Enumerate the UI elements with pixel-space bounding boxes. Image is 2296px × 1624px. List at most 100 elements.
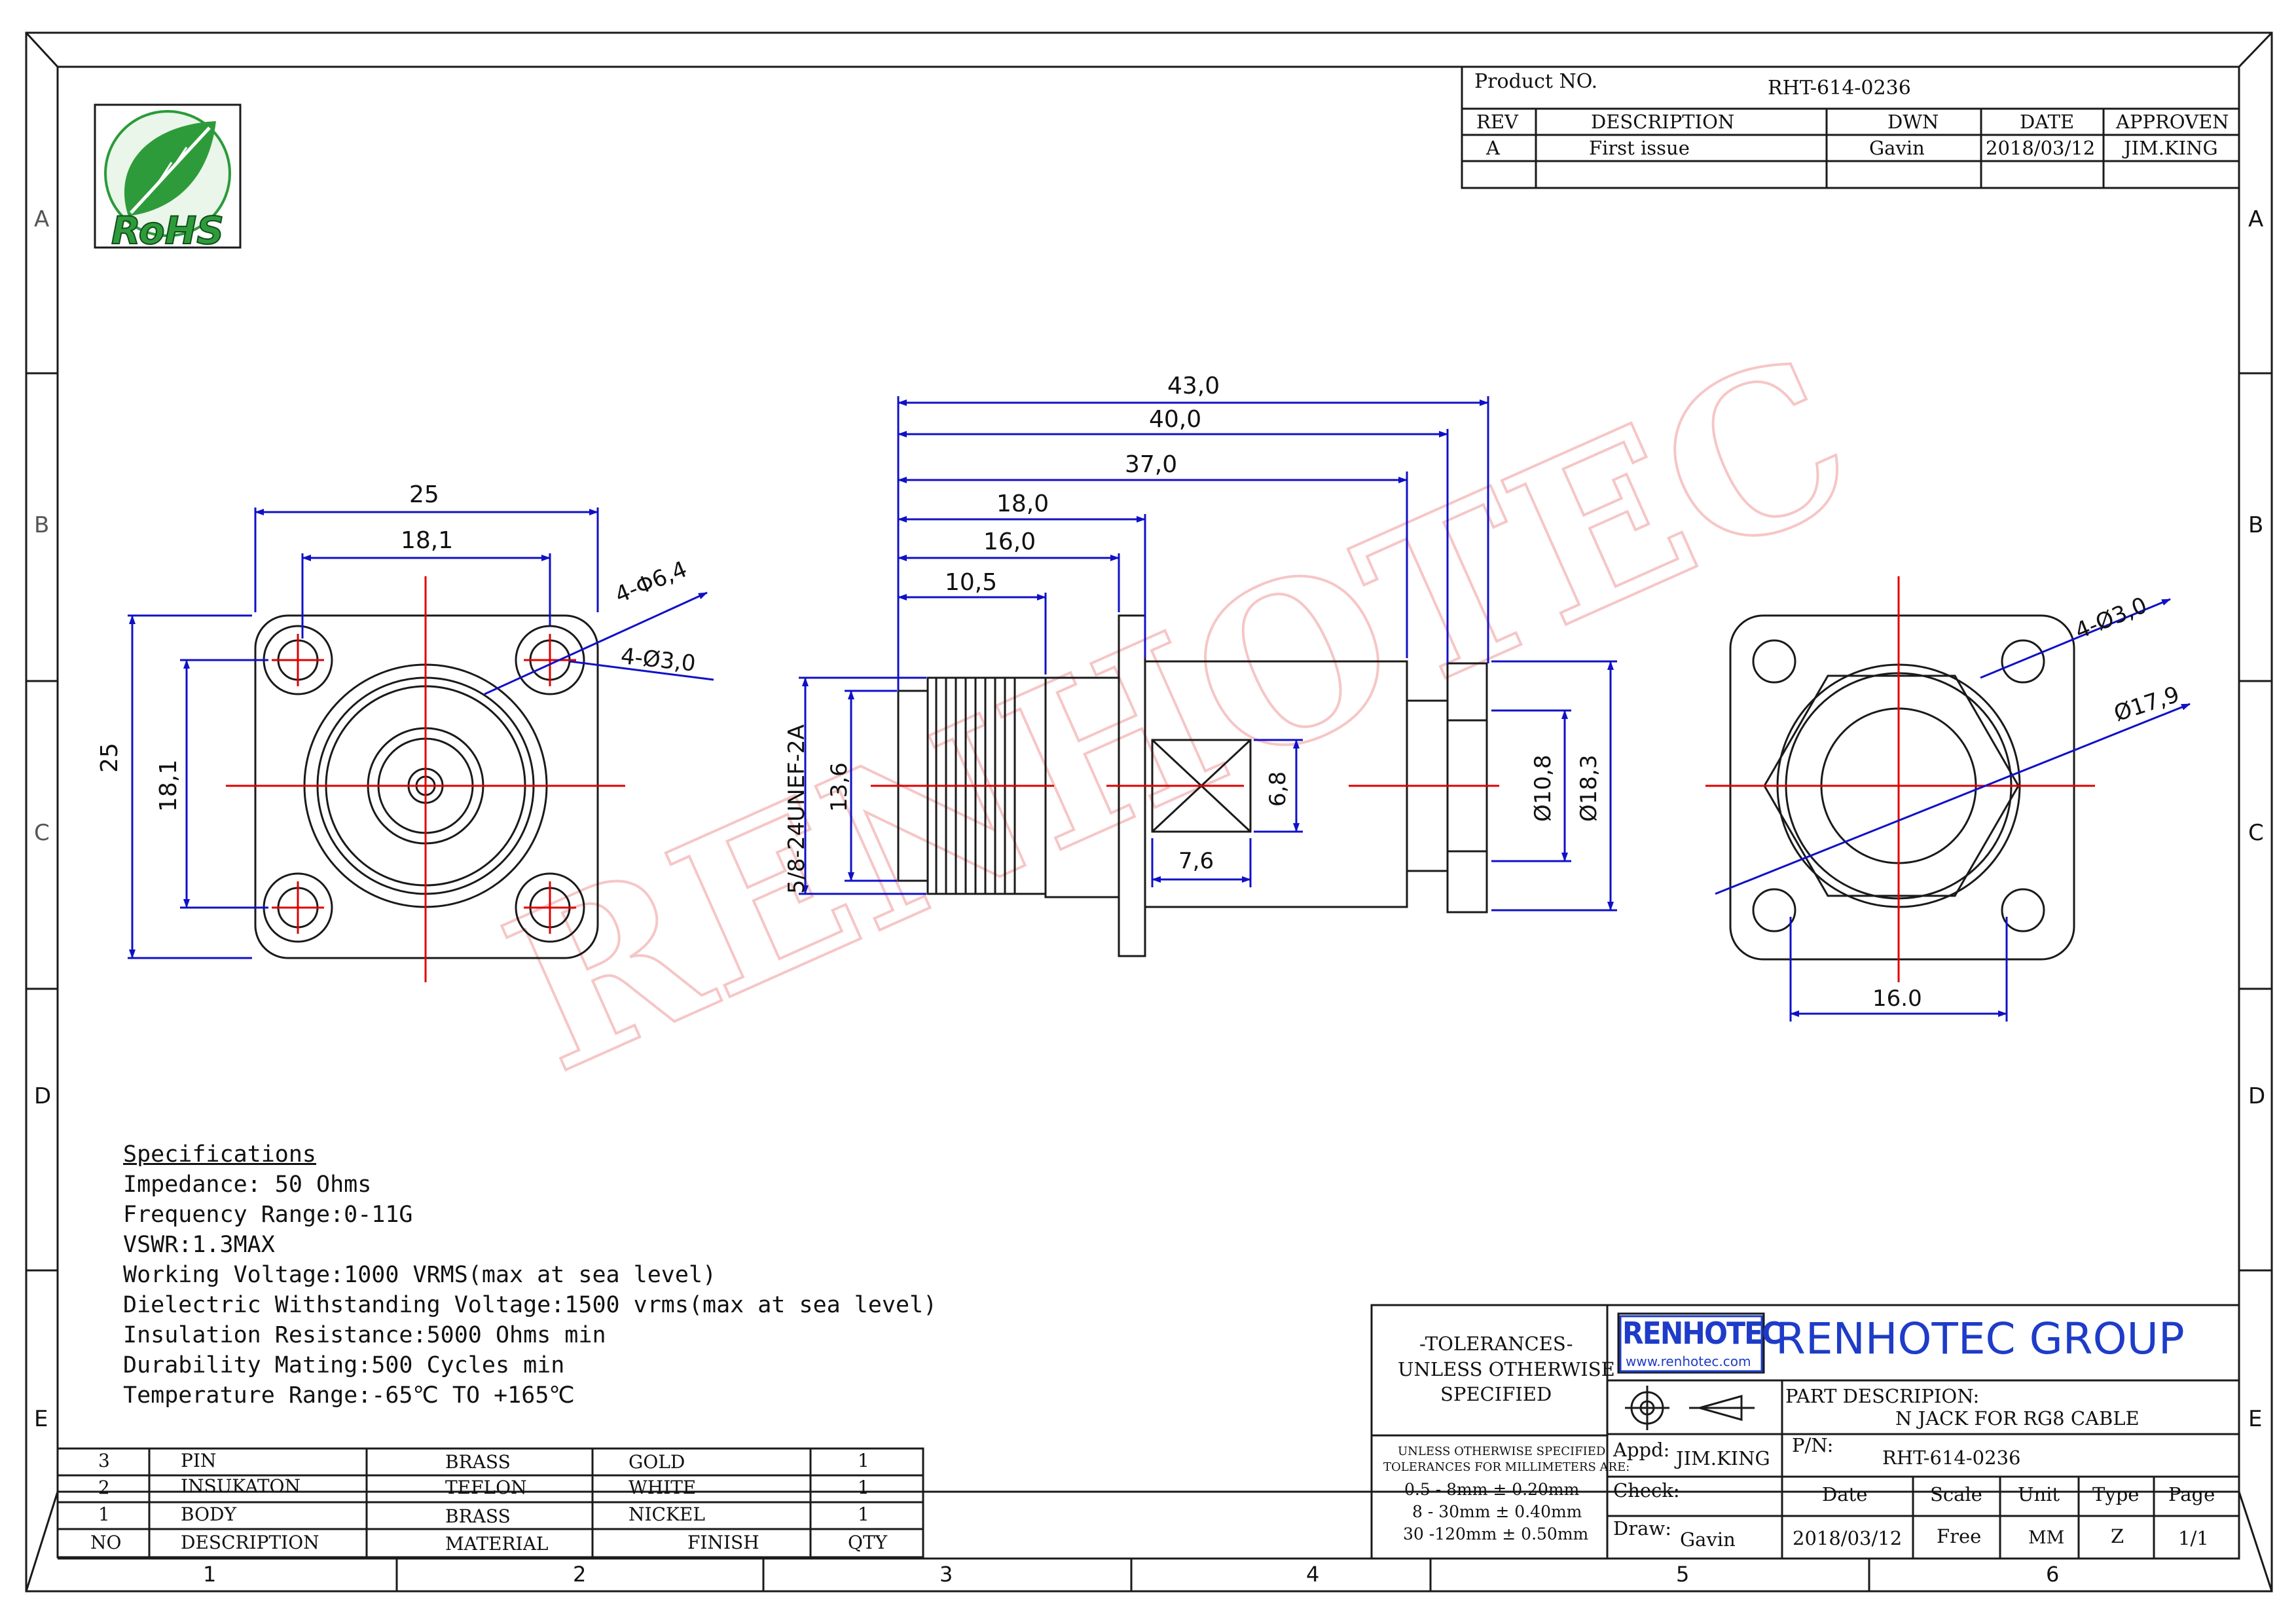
bom-row-1-no: 1: [98, 1504, 110, 1525]
bom-row-2-finish: WHITE: [629, 1477, 697, 1498]
rev-header-rev: REV: [1476, 111, 1518, 133]
check-label: Check:: [1613, 1479, 1680, 1502]
value-page: 1/1: [2178, 1527, 2209, 1549]
bom-row-3-qty: 1: [858, 1450, 869, 1471]
rev-cell-date: 2018/03/12: [1986, 137, 2096, 159]
bom-row-2-desc: INSUKATON: [181, 1475, 301, 1497]
bom-header-desc: DESCRIPTION: [181, 1532, 319, 1553]
zone-label-bottom-1: 1: [203, 1562, 217, 1587]
part-desc-value: N JACK FOR RG8 CABLE: [1895, 1407, 2140, 1430]
zone-label-left-b: B: [34, 512, 50, 538]
spec-insulation-resistance: Insulation Resistance:5000 Ohms min: [123, 1322, 606, 1348]
front-dim-hole-spacing-y: 18,1: [155, 759, 182, 812]
side-dim-thread: 5/8-24UNEF-2A: [784, 724, 810, 894]
bom-row-3-finish: GOLD: [629, 1451, 685, 1473]
side-dim-6-8: 6,8: [1265, 771, 1291, 807]
side-dim-7-6: 7,6: [1178, 848, 1214, 874]
bom-row-1-material: BRASS: [445, 1505, 511, 1527]
zone-label-right-e: E: [2248, 1406, 2263, 1432]
side-dim-10-5: 10,5: [945, 569, 998, 596]
front-dim-width: 25: [409, 481, 439, 508]
rev-header-date: DATE: [2020, 111, 2075, 133]
bom-header-qty: QTY: [848, 1532, 888, 1553]
tolerance-range-2: 8 - 30mm ± 0.40mm: [1412, 1502, 1582, 1521]
rohs-logo: RoHS: [94, 103, 242, 253]
front-dim-height: 25: [96, 743, 123, 773]
zone-label-bottom-4: 4: [1306, 1562, 1320, 1587]
col-header-unit: Unit: [2018, 1483, 2060, 1505]
bom-row-1-qty: 1: [858, 1504, 869, 1525]
side-view: [799, 396, 1617, 957]
tolerance-small-2: TOLERANCES FOR MILLIMETERS ARE:: [1383, 1460, 1630, 1474]
bom-row-3-no: 3: [98, 1450, 110, 1471]
bom-row-3-material: BRASS: [445, 1451, 511, 1473]
tolerance-range-3: 30 -120mm ± 0.50mm: [1403, 1524, 1589, 1543]
front-view: [128, 507, 714, 982]
zone-label-left-d: D: [34, 1083, 52, 1109]
tolerance-line-3: SPECIFIED: [1440, 1383, 1552, 1405]
revision-block: [1461, 65, 2240, 189]
brand-url: www.renhotec.com: [1626, 1354, 1751, 1369]
specifications: Specifications Impedance: 50 Ohms Freque…: [123, 1139, 937, 1411]
rev-header-description: DESCRIPTION: [1591, 111, 1735, 133]
bom-row-3-desc: PIN: [181, 1450, 217, 1471]
product-no-value: RHT-614-0236: [1768, 77, 1911, 100]
brand-logo-text: RENHOTEC: [1622, 1316, 1782, 1351]
draw-label: Draw:: [1613, 1517, 1671, 1540]
rev-cell-description: First issue: [1589, 137, 1690, 159]
spec-vswr: VSWR:1.3MAX: [123, 1232, 275, 1258]
draw-value: Gavin: [1680, 1528, 1736, 1551]
appd-label: Appd:: [1613, 1439, 1670, 1461]
pn-value: RHT-614-0236: [1882, 1447, 2021, 1469]
pn-label: P/N:: [1792, 1434, 1834, 1456]
col-header-type: Type: [2092, 1483, 2140, 1505]
spec-working-voltage: Working Voltage:1000 VRMS(max at sea lev…: [123, 1262, 717, 1288]
tolerance-range-1: 0.5 - 8mm ± 0.20mm: [1404, 1480, 1580, 1499]
zone-label-right-c: C: [2248, 820, 2264, 846]
company-name: RENHOTEC GROUP: [1776, 1314, 2185, 1364]
front-dim-hole-spacing-x: 18,1: [401, 527, 454, 554]
col-header-scale: Scale: [1930, 1483, 1982, 1505]
rev-header-approven: APPROVEN: [2116, 111, 2229, 133]
rev-cell-dwn: Gavin: [1869, 137, 1925, 159]
specifications-title: Specifications: [123, 1141, 317, 1168]
zone-label-bottom-6: 6: [2046, 1562, 2060, 1587]
value-type: Z: [2111, 1525, 2124, 1547]
tolerance-title: -TOLERANCES-: [1419, 1333, 1573, 1355]
rev-header-dwn: DWN: [1887, 111, 1939, 133]
side-dim-40: 40,0: [1149, 406, 1202, 433]
appd-value: JIM.KING: [1676, 1447, 1770, 1469]
zone-label-bottom-3: 3: [939, 1562, 953, 1587]
renhotec-logo: [1619, 1315, 1763, 1373]
spec-durability: Durability Mating:500 Cycles min: [123, 1352, 565, 1378]
part-desc-label: PART DESCRIPION:: [1785, 1385, 1980, 1407]
value-unit: MM: [2028, 1528, 2065, 1548]
zone-label-bottom-5: 5: [1676, 1562, 1690, 1587]
bom-header-finish: FINISH: [687, 1532, 759, 1553]
product-no-label: Product NO.: [1474, 70, 1598, 93]
side-dim-16: 16,0: [983, 528, 1036, 555]
zone-label-left-a: A: [34, 206, 50, 232]
zone-label-right-b: B: [2248, 512, 2264, 538]
col-header-page: Page: [2168, 1483, 2215, 1505]
zone-label-right-a: A: [2248, 206, 2264, 232]
bom-header-no: NO: [90, 1532, 122, 1553]
value-scale: Free: [1937, 1525, 1982, 1547]
value-date: 2018/03/12: [1793, 1527, 1903, 1549]
rohs-text: RoHS: [111, 208, 224, 253]
bom-row-1-desc: BODY: [181, 1504, 236, 1525]
side-dim-37: 37,0: [1125, 451, 1178, 478]
rear-view: [1705, 576, 2191, 1022]
tolerance-line-2: UNLESS OTHERWISE: [1398, 1358, 1615, 1380]
spec-dielectric-voltage: Dielectric Withstanding Voltage:1500 vrm…: [123, 1292, 938, 1318]
rev-cell-rev: A: [1486, 137, 1500, 159]
side-dim-dia-18-3: Ø18,3: [1576, 754, 1602, 822]
zone-label-left-e: E: [34, 1406, 48, 1432]
rear-dim-hole-spacing: 16.0: [1872, 986, 1922, 1012]
side-dim-dia-10-8: Ø10,8: [1530, 754, 1556, 822]
bom-row-2-no: 2: [98, 1477, 110, 1498]
side-dim-43: 43,0: [1167, 373, 1220, 399]
spec-temperature-range: Temperature Range:-65℃ TO +165℃: [123, 1382, 575, 1409]
tolerance-small-1: UNLESS OTHERWISE SPECIFIED: [1398, 1445, 1606, 1458]
